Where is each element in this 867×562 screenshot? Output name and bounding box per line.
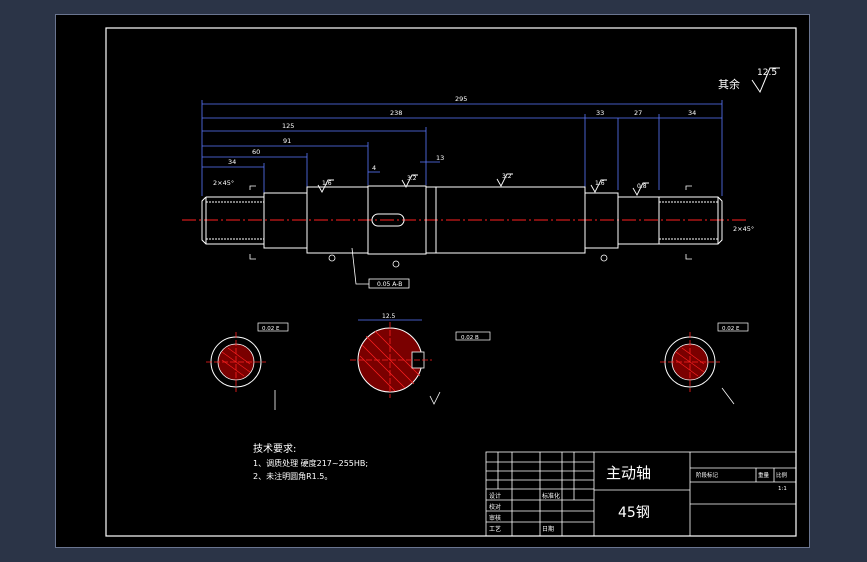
spline-section-left: 0.02 E xyxy=(206,322,289,410)
rough-32a: 3.2 xyxy=(407,175,417,182)
roughness-note-label: 其余 xyxy=(718,77,740,91)
tech-heading: 技术要求: xyxy=(253,442,296,455)
dim-27: 27 xyxy=(634,109,642,117)
section-tol: 0.02 B xyxy=(461,335,479,341)
label-review: 审核 xyxy=(489,514,501,522)
rough-16b: 1.6 xyxy=(595,180,605,187)
drawing-sheet xyxy=(55,14,810,548)
dim-chamfer-right: 2×45° xyxy=(733,225,754,233)
dim-91: 91 xyxy=(283,137,291,145)
rough-32b: 3.2 xyxy=(502,173,512,180)
rough-08: 0.8 xyxy=(637,183,647,190)
label-check: 校对 xyxy=(489,503,501,511)
roughness-note: 其余 12.5 xyxy=(718,67,780,94)
dim-step-13: 13 xyxy=(436,154,444,162)
dim-33: 33 xyxy=(596,109,604,117)
material: 45钢 xyxy=(618,505,650,521)
label-stage: 阶段标记 xyxy=(696,471,719,479)
label-approve: 日期 xyxy=(542,525,554,533)
dim-step-4: 4 xyxy=(372,164,376,172)
spline-tol-left: 0.02 E xyxy=(262,326,280,332)
label-design: 设计 xyxy=(489,492,501,500)
dimension-texts: 295 238 125 91 60 34 33 27 34 4 13 2×45°… xyxy=(213,95,754,233)
dim-60: 60 xyxy=(252,148,260,156)
section-width: 12.5 xyxy=(382,313,396,320)
keyway-section: 12.5 0.02 B xyxy=(350,313,491,405)
spline-tol-right: 0.02 E xyxy=(722,326,740,332)
technical-requirements: 技术要求: 1、调质处理 硬度217~255HB; 2、未注明圆角R1.5。 xyxy=(253,442,368,481)
tolerance-frame: 0.05 A-B xyxy=(249,185,692,289)
shaft-outline xyxy=(201,185,723,255)
dim-chamfer-left: 2×45° xyxy=(213,179,234,187)
roughness-values: 1.6 3.2 3.2 1.6 0.8 xyxy=(322,173,647,190)
dim-238: 238 xyxy=(390,109,402,117)
part-name: 主动轴 xyxy=(606,464,651,482)
dim-125: 125 xyxy=(282,122,294,130)
roughness-symbols xyxy=(317,173,649,196)
scale-value: 1:1 xyxy=(778,486,787,492)
roughness-note-value: 12.5 xyxy=(757,68,777,78)
title-block-texts: 主动轴 45钢 设计 标准化 校对 审核 工艺 日期 阶段标记 重量 比例 1:… xyxy=(489,464,788,533)
label-scale: 比例 xyxy=(776,471,788,479)
spline-section-right: 0.02 E xyxy=(660,322,749,405)
title-block xyxy=(485,451,797,537)
label-process: 工艺 xyxy=(489,525,501,533)
dim-34a: 34 xyxy=(228,158,236,166)
dim-overall: 295 xyxy=(455,95,467,103)
tech-line2: 2、未注明圆角R1.5。 xyxy=(253,471,332,481)
inner-frame xyxy=(105,27,797,537)
dimension-lines xyxy=(201,100,723,196)
label-standard: 标准化 xyxy=(542,492,560,500)
tol-frame-text: 0.05 A-B xyxy=(377,281,402,288)
rough-16a: 1.6 xyxy=(322,180,332,187)
tech-line1: 1、调质处理 硬度217~255HB; xyxy=(253,458,368,468)
dim-34b: 34 xyxy=(688,109,696,117)
label-weight: 重量 xyxy=(758,471,770,479)
